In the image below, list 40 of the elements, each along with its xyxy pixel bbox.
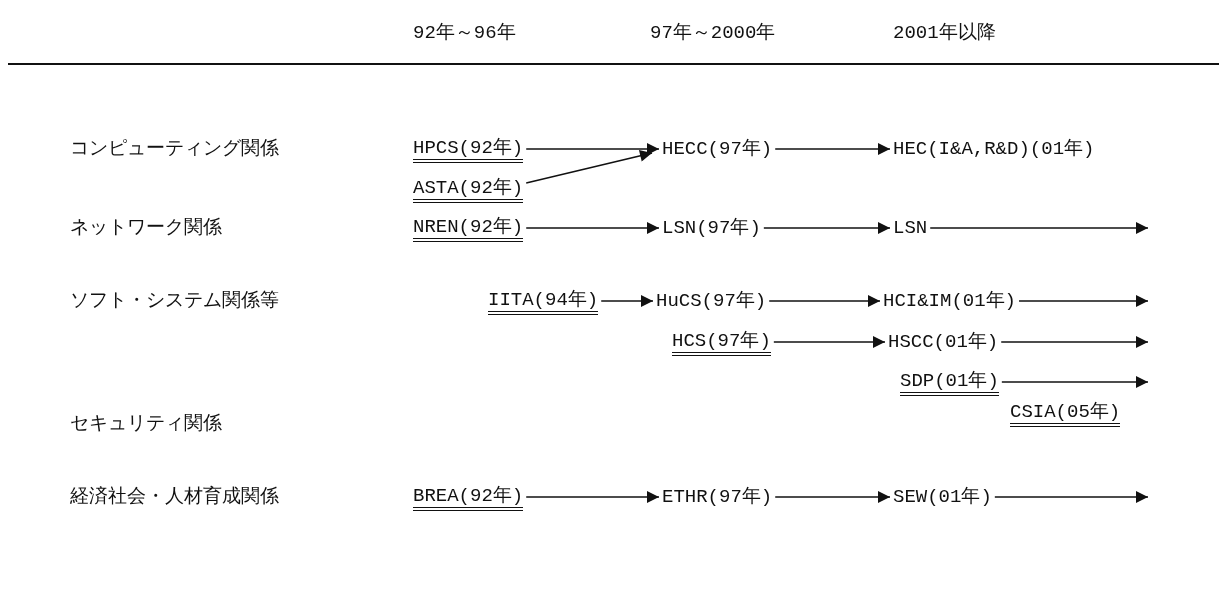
program-name: HCI&IM(01年) bbox=[883, 289, 1017, 313]
program-name: HuCS(97年) bbox=[656, 289, 767, 313]
arrow bbox=[525, 143, 660, 155]
program-name: IITA(94年) bbox=[488, 289, 599, 315]
program-name: LSN bbox=[893, 216, 928, 240]
program-name: LSN(97年) bbox=[662, 216, 761, 240]
program-name: HPCS(92年) bbox=[413, 137, 524, 163]
arrow bbox=[1001, 376, 1149, 388]
program-name: HECC(97年) bbox=[662, 137, 773, 161]
program-name: ASTA(92年) bbox=[413, 177, 524, 203]
period-heading: 2001年以降 bbox=[893, 21, 996, 45]
arrow bbox=[768, 295, 881, 307]
arrow bbox=[774, 143, 891, 155]
category-label: コンピューティング関係 bbox=[70, 137, 279, 161]
arrow bbox=[1018, 295, 1149, 307]
category-label: セキュリティ関係 bbox=[70, 412, 222, 436]
program-name: NREN(92年) bbox=[413, 216, 524, 242]
category-label: 経済社会・人材育成関係 bbox=[70, 485, 279, 509]
program-name: ETHR(97年) bbox=[662, 485, 773, 509]
arrow bbox=[763, 222, 891, 234]
period-heading: 97年～2000年 bbox=[650, 21, 776, 45]
arrow bbox=[525, 491, 660, 503]
arrow bbox=[600, 295, 654, 307]
program-name: HEC(I&A,R&D)(01年) bbox=[893, 137, 1095, 161]
arrow bbox=[774, 491, 891, 503]
arrow bbox=[525, 222, 660, 234]
arrow bbox=[929, 222, 1149, 234]
arrow bbox=[1000, 336, 1149, 348]
category-label: ソフト・システム関係等 bbox=[70, 289, 279, 313]
category-label: ネットワーク関係 bbox=[70, 216, 222, 240]
program-name: HSCC(01年) bbox=[888, 330, 999, 354]
program-name: HCS(97年) bbox=[672, 330, 771, 356]
arrow bbox=[525, 149, 653, 184]
program-name: SDP(01年) bbox=[900, 370, 999, 396]
program-name: BREA(92年) bbox=[413, 485, 524, 511]
arrow bbox=[773, 336, 886, 348]
arrow bbox=[994, 491, 1149, 503]
program-name: CSIA(05年) bbox=[1010, 401, 1121, 427]
period-heading: 92年～96年 bbox=[413, 21, 516, 45]
program-name: SEW(01年) bbox=[893, 485, 992, 509]
